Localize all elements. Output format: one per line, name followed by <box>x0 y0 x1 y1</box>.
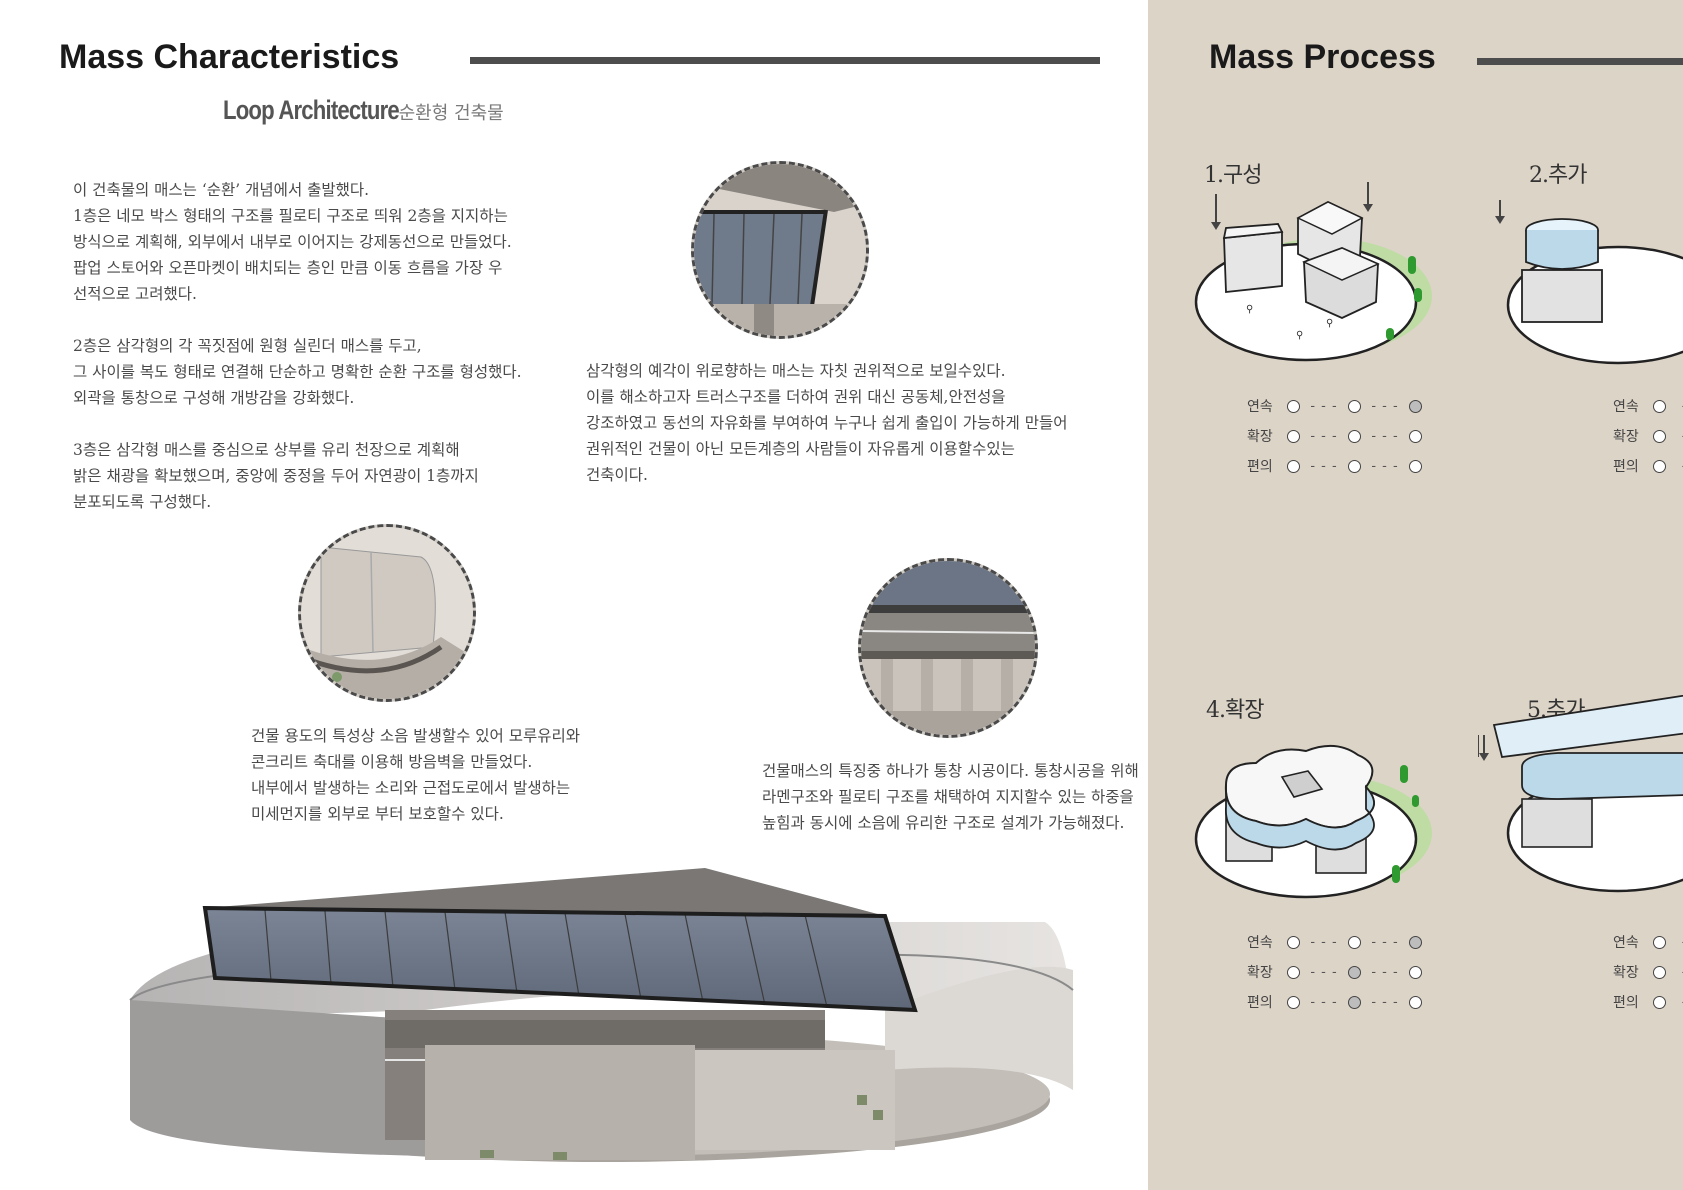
title-rule <box>1477 58 1683 65</box>
text-line: 3층은 삼각형 매스를 중심으로 상부를 유리 천장으로 계획해 <box>73 441 460 459</box>
subtitle-ko: 순환형 건축물 <box>398 103 504 124</box>
isometric-mass-diagram <box>1478 200 1683 370</box>
text-line: 강조하였고 동선의 자유화를 부여하여 누구나 쉽게 출입이 가능하게 만들어 <box>586 414 1068 432</box>
truss-note: 삼각형의 예각이 위로향하는 매스는 자칫 권위적으로 보일수있다. 이를 해소… <box>586 358 1067 488</box>
text-line: 이 건축물의 매스는 ‘순환’ 개념에서 출발했다. <box>73 181 370 199</box>
rating-row: 연속 - - - - - - <box>1247 391 1422 421</box>
pilotis-detail-bubble <box>858 558 1038 738</box>
text-line: 라멘구조와 필로티 구조를 채택하여 지지할수 있는 하중을 <box>762 788 1134 806</box>
rating-row: 편의 - - - - - - <box>1247 451 1422 481</box>
rating-row: 연속 - - <box>1613 927 1683 957</box>
text-line: 선적으로 고려했다. <box>73 285 197 303</box>
mass-characteristics-title: Mass Characteristics <box>59 38 400 76</box>
concept-description: 이 건축물의 매스는 ‘순환’ 개념에서 출발했다. 1층은 네모 박스 형태의… <box>73 177 522 515</box>
rating-row: 확장 - - - - - - <box>1247 957 1422 987</box>
isometric-mass-diagram: ⚲ ⚲ ⚲ <box>1186 178 1446 378</box>
glass-truss-detail-bubble <box>691 161 869 339</box>
rating-row: 연속 - - <box>1613 391 1683 421</box>
text-line: 그 사이를 복도 형태로 연결해 단순하고 명확한 순환 구조를 형성했다. <box>73 363 522 381</box>
text-line: 콘크리트 축대를 이용해 방음벽을 만들었다. <box>251 753 533 771</box>
subtitle: Loop Architecture 순환형 건축물 <box>223 95 504 126</box>
title-rule <box>470 57 1100 64</box>
svg-text:⚲: ⚲ <box>1326 318 1333 329</box>
soundproof-note: 건물 용도의 특성상 소음 발생할수 있어 모루유리와 콘크리트 축대를 이용해… <box>251 723 580 827</box>
text-line: 1층은 네모 박스 형태의 구조를 필로티 구조로 띄워 2층을 지지하는 <box>73 207 508 225</box>
rating-table: 연속 - - - - - - 확장 - - - - - - 편의 - - - -… <box>1247 927 1422 1017</box>
rating-row: 연속 - - - - - - <box>1247 927 1422 957</box>
mass-characteristics-panel: Mass Characteristics Loop Architecture 순… <box>59 38 1139 1170</box>
rating-table: 연속 - - 확장 - - 편의 - - <box>1613 927 1683 1017</box>
text-line: 팝업 스토어와 오픈마켓이 배치되는 층인 만큼 이동 흐름을 가장 우 <box>73 259 503 277</box>
svg-text:⚲: ⚲ <box>1246 304 1253 315</box>
text-line: 미세먼지를 외부로 부터 보호할수 있다. <box>251 805 504 823</box>
rating-table: 연속 - - 확장 - - 편의 - - <box>1613 391 1683 481</box>
svg-text:⚲: ⚲ <box>1296 330 1303 341</box>
rating-row: 확장 - - <box>1613 957 1683 987</box>
rating-table: 연속 - - - - - - 확장 - - - - - - 편의 - - - -… <box>1247 391 1422 481</box>
mass-process-title: Mass Process <box>1209 38 1436 76</box>
text-line: 높힘과 동시에 소음에 유리한 구조로 설계가 가능해졌다. <box>762 814 1125 832</box>
step-label: 4.확장 <box>1206 698 1264 723</box>
text-line: 건물매스의 특징중 하나가 통창 시공이다. 통창시공을 위해 <box>762 762 1139 780</box>
rating-row: 확장 - - - - - - <box>1247 421 1422 451</box>
step-label: 2.추가 <box>1529 163 1587 188</box>
soundproof-wall-detail-bubble <box>298 524 476 702</box>
isometric-mass-diagram <box>1478 695 1683 895</box>
text-line: 방식으로 계획해, 외부에서 내부로 이어지는 강제동선으로 만들었다. <box>73 233 512 251</box>
text-line: 분포되도록 구성했다. <box>73 493 212 511</box>
mass-process-panel: Mass Process 1.구성 ⚲ ⚲ ⚲ 연속 - - - <box>1148 0 1683 1190</box>
rating-row: 편의 - - <box>1613 987 1683 1017</box>
text-line: 2층은 삼각형의 각 꼭짓점에 원형 실린더 매스를 두고, <box>73 337 422 355</box>
rating-row: 확장 - - <box>1613 421 1683 451</box>
building-render <box>125 860 1075 1170</box>
text-line: 건물 용도의 특성상 소음 발생할수 있어 모루유리와 <box>251 727 581 745</box>
window-note: 건물매스의 특징중 하나가 통창 시공이다. 통창시공을 위해 라멘구조와 필로… <box>762 758 1139 836</box>
text-line: 건축이다. <box>586 466 648 484</box>
rating-row: 편의 - - - - - - <box>1247 987 1422 1017</box>
text-line: 이를 해소하고자 트러스구조를 더하여 권위 대신 공동체,안전성을 <box>586 388 1006 406</box>
text-line: 권위적인 건물이 아닌 모든계층의 사람들이 자유롭게 이용할수있는 <box>586 440 1015 458</box>
step-label: 1.구성 <box>1204 163 1262 188</box>
text-line: 밝은 채광을 확보했으며, 중앙에 중정을 두어 자연광이 1층까지 <box>73 467 479 485</box>
isometric-mass-diagram <box>1186 725 1446 905</box>
subtitle-en: Loop Architecture <box>223 95 400 125</box>
rating-row: 편의 - - <box>1613 451 1683 481</box>
text-line: 삼각형의 예각이 위로향하는 매스는 자칫 권위적으로 보일수있다. <box>586 362 1006 380</box>
text-line: 내부에서 발생하는 소리와 근접도로에서 발생하는 <box>251 779 571 797</box>
text-line: 외곽을 통창으로 구성해 개방감을 강화했다. <box>73 389 355 407</box>
